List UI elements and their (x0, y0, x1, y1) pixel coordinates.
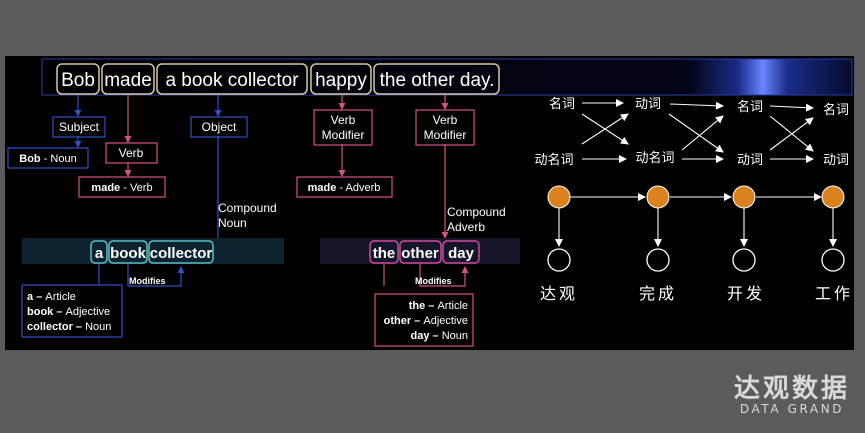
phrase1-box-book (108, 240, 148, 264)
hmm-diagram: 名词 动词 名词 名词 动名词 动名词 动词 动词 (534, 96, 853, 303)
bob-noun-label: Bob - Noun (19, 153, 76, 165)
observed-node-2 (646, 248, 670, 272)
state-bottom-3: 动词 (737, 152, 763, 167)
sentence-bar (41, 58, 853, 96)
phrase-the-other-day: the other day Modifies the – Article oth… (320, 238, 520, 347)
observation-2: 完成 (639, 285, 677, 303)
hmm-transition-arrows (581, 99, 814, 163)
made-adverb-box (296, 176, 393, 198)
datagrand-watermark: 达观数据 DATA GRAND (731, 368, 853, 420)
observed-node-1 (547, 248, 571, 272)
hidden-node-1 (547, 185, 571, 209)
verb-box (105, 142, 158, 164)
phrase2-legend-other: other – Adjective (384, 315, 468, 327)
verb-modifier-2-line1: Verb (433, 113, 458, 127)
observation-3: 开发 (727, 285, 765, 303)
verb-modifier-1-line2: Modifier (322, 128, 365, 142)
phrase2-legend-the: the – Article (409, 300, 468, 312)
subject-box (52, 116, 106, 138)
made-verb-box (78, 176, 166, 198)
phrase2-modifies: Modifies (415, 276, 452, 286)
observed-node-3 (732, 248, 756, 272)
phrase1-modifies: Modifies (129, 276, 166, 286)
verb-label: Verb (119, 146, 144, 160)
phrase1-word-a: a (95, 245, 104, 262)
phrase2-box-other (399, 240, 442, 264)
phrase-a-book-collector: a book collector Modifies a – Article bo… (21, 238, 284, 338)
watermark-cn: 达观数据 (733, 374, 850, 404)
state-top-3: 名词 (737, 99, 763, 114)
hmm-state-labels: 名词 动词 名词 名词 动名词 动名词 动词 动词 (534, 96, 849, 167)
compound-adverb-line2: Adverb (447, 220, 485, 234)
compound-noun-line2: Noun (218, 216, 247, 230)
state-top-2: 动词 (635, 96, 661, 111)
word-made: made (104, 70, 152, 91)
phrase1-legend-book: book – Adjective (27, 306, 110, 318)
parse-labels: Subject Bob - Noun Verb made - Verb Obje… (7, 109, 506, 234)
word-box-the-other-day (373, 63, 500, 95)
hmm-observations: 达观 完成 开发 工作 (540, 285, 853, 303)
word-box-made (101, 63, 155, 95)
verb-modifier-box-1 (313, 109, 373, 146)
observation-4: 工作 (815, 285, 853, 303)
made-adverb-label: made - Adverb (308, 182, 381, 194)
phrase1-box-a (90, 240, 108, 264)
watermark-en: DATA GRAND (739, 402, 845, 416)
diagram-canvas: Bob made a book collector happy the othe… (7, 58, 853, 347)
subject-label: Subject (59, 120, 100, 134)
hmm-hidden-chain (547, 185, 845, 209)
verb-modifier-box-2 (415, 109, 475, 146)
hidden-node-3 (732, 185, 756, 209)
slide: Bob made a book collector happy the othe… (5, 56, 854, 350)
phrase1-legend-box (21, 284, 123, 338)
state-bottom-1: 动名词 (534, 152, 573, 167)
word-box-bob (56, 63, 100, 95)
object-box (190, 116, 248, 138)
phrase2-bar (320, 238, 520, 264)
word-box-happy (310, 63, 372, 95)
hidden-node-2 (646, 185, 670, 209)
phrase1-box-collector (148, 240, 214, 264)
phrase2-word-day: day (448, 245, 475, 262)
word-bob: Bob (61, 70, 95, 91)
word-the-other-day: the other day. (380, 70, 495, 91)
bob-noun-box (7, 147, 89, 169)
compound-adverb-line1: Compound (447, 205, 506, 219)
phrase2-word-the: the (373, 245, 396, 262)
state-top-1: 名词 (549, 96, 575, 111)
word-box-a-book-collector (156, 63, 308, 95)
phrase1-legend-collector: collector – Noun (27, 321, 111, 333)
phrase2-word-other: other (401, 245, 439, 262)
observation-1: 达观 (540, 285, 578, 303)
phrase1-legend-a: a – Article (27, 291, 76, 303)
word-happy: happy (315, 70, 367, 91)
phrase1-word-collector: collector (150, 245, 213, 262)
observed-node-4 (821, 248, 845, 272)
compound-noun-line1: Compound (218, 201, 277, 215)
phrase1-word-book: book (110, 245, 146, 262)
verb-modifier-1-line1: Verb (331, 113, 356, 127)
phrase1-bar (22, 238, 284, 264)
hmm-emissions (547, 208, 845, 272)
phrase2-box-day (442, 240, 480, 264)
state-bottom-2: 动名词 (635, 150, 674, 165)
phrase2-box-the (369, 240, 399, 264)
made-verb-label: made - Verb (91, 182, 152, 194)
hidden-node-4 (821, 185, 845, 209)
parse-connectors (74, 95, 449, 245)
object-label: Object (202, 120, 237, 134)
state-top-4: 名词 (823, 102, 849, 117)
verb-modifier-2-line2: Modifier (424, 128, 467, 142)
word-a-book-collector: a book collector (165, 70, 299, 91)
state-bottom-4: 动词 (823, 152, 849, 167)
phrase2-legend-day: day – Noun (411, 330, 469, 342)
sentence-words: Bob made a book collector happy the othe… (56, 63, 500, 95)
phrase2-legend-box (374, 293, 474, 347)
